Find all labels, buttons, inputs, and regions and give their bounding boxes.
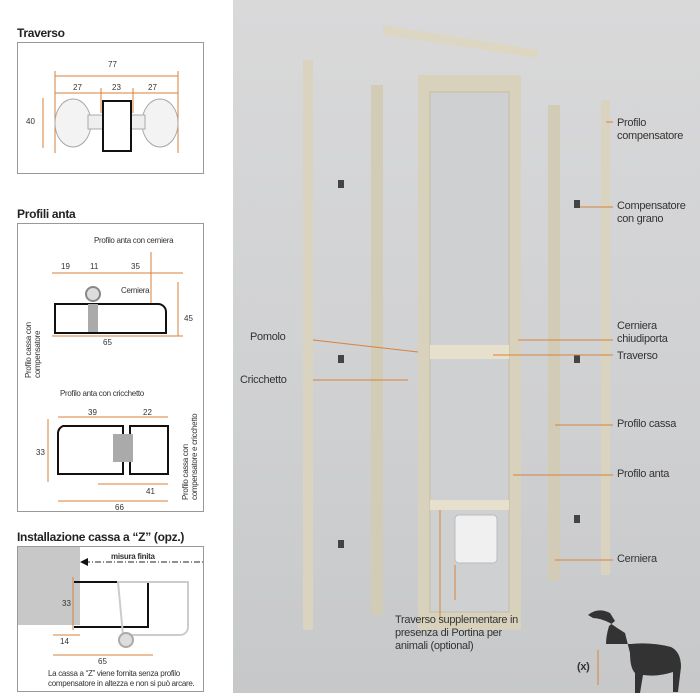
- bottom-side-label: Profilo cassa con compensatore e cricche…: [181, 413, 199, 500]
- door-drawing: [303, 25, 681, 693]
- profili-panel: Profilo anta con cerniera 19 11 35 Cerni…: [17, 223, 204, 512]
- top-side-label: Profilo cassa con compensatore: [24, 322, 42, 378]
- install-title: Installazione cassa a “Z” (opz.): [17, 530, 185, 544]
- top-d3: 35: [131, 262, 140, 271]
- bottom-h: 33: [36, 448, 45, 457]
- bottom-d2: 22: [143, 408, 152, 417]
- top-h: 45: [184, 314, 193, 323]
- top-caption: Profilo anta con cerniera: [94, 236, 174, 245]
- hinge-label: Cerniera: [121, 286, 150, 295]
- traverso-drawing: [42, 71, 179, 153]
- dim-mid: 23: [112, 83, 121, 92]
- measure-label: misura finita: [111, 552, 155, 561]
- traverso-panel: 77 27 23 27 40: [17, 42, 204, 174]
- profili-drawing: [47, 252, 183, 502]
- install-panel: misura finita 33 14 65 La cassa a “Z” vi…: [17, 546, 205, 692]
- dim-right: 27: [148, 83, 157, 92]
- top-d1: 19: [61, 262, 70, 271]
- callout-cerniera: Cerniera: [617, 553, 657, 565]
- callout-compensatore-con-grano: Compensatore con grano: [617, 200, 686, 225]
- callout-traverso: Traverso: [617, 350, 658, 362]
- callout-cerniera-chiudiporta: Cerniera chiudiporta: [617, 320, 668, 345]
- top-w: 65: [103, 338, 112, 347]
- callout-cricchetto: Cricchetto: [240, 374, 287, 386]
- install-h: 33: [62, 599, 71, 608]
- dim-left: 27: [73, 83, 82, 92]
- callout-profilo-compensatore: Profilo compensatore: [617, 117, 684, 142]
- profili-title: Profili anta: [17, 207, 76, 221]
- install-drawing: [18, 547, 205, 656]
- bottom-w1: 41: [146, 487, 155, 496]
- traverso-title: Traverso: [17, 26, 65, 40]
- install-d2: 65: [98, 657, 107, 666]
- bottom-w2: 66: [115, 503, 124, 512]
- install-note: La cassa a “Z” viene fornita senza profi…: [48, 669, 195, 688]
- callout-profilo-anta: Profilo anta: [617, 468, 670, 480]
- top-d2: 11: [90, 262, 99, 271]
- bottom-caption: Profilo anta con cricchetto: [60, 389, 144, 398]
- dim-height: 40: [26, 117, 35, 126]
- dog-height-label: (x): [577, 661, 590, 673]
- install-d1: 14: [60, 637, 69, 646]
- callout-pomolo: Pomolo: [250, 331, 286, 343]
- bottom-d1: 39: [88, 408, 97, 417]
- dim-total: 77: [108, 60, 117, 69]
- exploded-view: [233, 0, 700, 693]
- callout-traverso-supplementare: Traverso supplementare in presenza di Po…: [395, 614, 518, 652]
- callout-profilo-cassa: Profilo cassa: [617, 418, 677, 430]
